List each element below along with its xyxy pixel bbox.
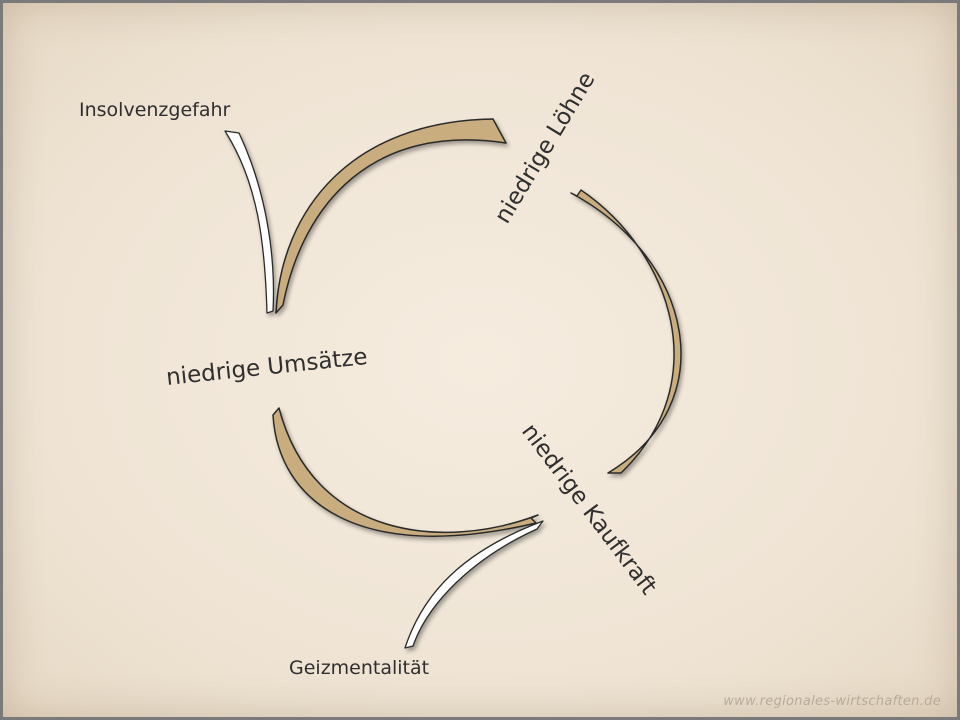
arrow-kaufkraft-to-umsaetze	[272, 407, 539, 537]
label-geizmentalitaet: Geizmentalität	[289, 657, 429, 679]
label-niedrige-kaufkraft: niedrige Kaufkraft	[516, 419, 661, 600]
source-credit: www.regionales-wirtschaften.de	[723, 694, 941, 709]
label-niedrige-loehne: niedrige Löhne	[490, 68, 601, 228]
arrow-loehne-to-kaufkraft	[570, 189, 682, 474]
cycle-diagram: Insolvenzgefahr niedrige Umsätze niedrig…	[79, 68, 682, 679]
arrow-umsaetze-to-insolvenz	[224, 130, 275, 314]
arrow-umsaetze-to-loehne	[275, 118, 507, 314]
label-insolvenzgefahr: Insolvenzgefahr	[79, 99, 231, 121]
arrow-geiz-to-kaufkraft	[404, 520, 544, 649]
label-niedrige-umsaetze: niedrige Umsätze	[165, 344, 369, 391]
